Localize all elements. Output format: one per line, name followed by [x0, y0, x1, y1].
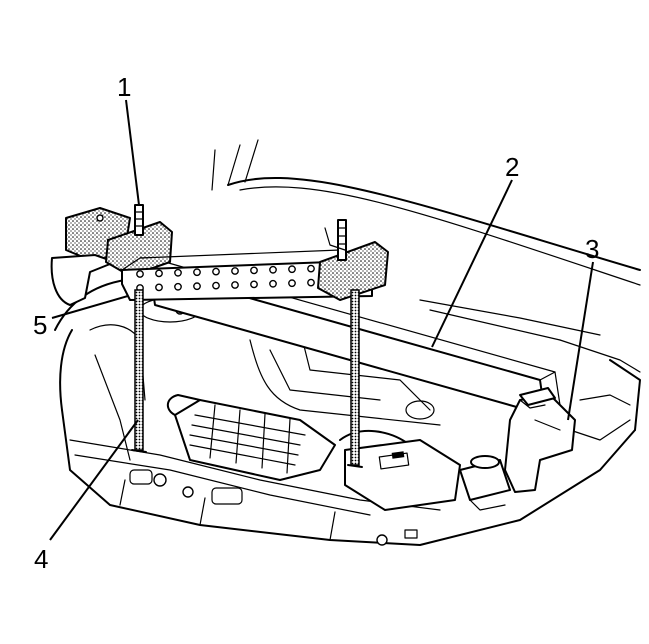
threaded-rods — [131, 289, 363, 468]
callout-2: 2 — [505, 152, 519, 182]
beam-hole — [250, 266, 258, 275]
beam-hole — [155, 283, 163, 292]
engine-assembly — [166, 329, 511, 511]
beam-hole — [269, 265, 277, 274]
beam-hole — [231, 267, 239, 275]
callout-4: 4 — [34, 544, 48, 574]
beam-hole — [212, 281, 220, 290]
beam-hole — [174, 282, 182, 291]
beam-hole — [193, 282, 201, 291]
beam-hole — [136, 270, 144, 278]
callout-3: 3 — [585, 234, 599, 264]
beam-hole — [193, 268, 201, 277]
beam-hole — [174, 268, 182, 277]
beam-hole — [250, 280, 258, 289]
beam-hole — [269, 279, 277, 288]
right-support-foot — [504, 387, 576, 493]
beam-hole — [307, 264, 315, 273]
beam-hole — [288, 265, 296, 274]
callout-1: 1 — [117, 72, 131, 102]
beam-hole — [231, 281, 239, 289]
beam-hole — [212, 267, 220, 276]
beam-hole — [307, 278, 315, 287]
left-support-leg — [50, 204, 173, 306]
leader-lines — [49, 99, 594, 541]
beam-hole — [155, 269, 163, 278]
beam-hole — [288, 279, 296, 288]
right-saddle — [317, 219, 389, 301]
vehicle-body — [54, 139, 641, 546]
callout-5: 5 — [33, 310, 47, 340]
